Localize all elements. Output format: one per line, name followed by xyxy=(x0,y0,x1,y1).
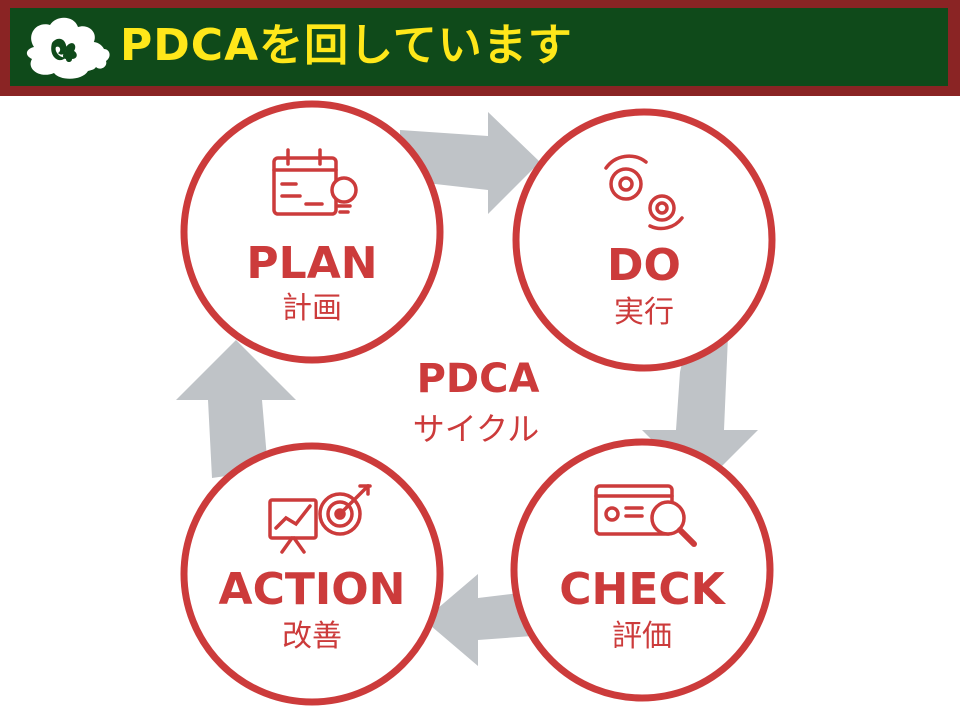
step-plan-en: PLAN xyxy=(246,238,377,289)
page-title: PDCAを回しています xyxy=(120,20,573,71)
target-chart-icon xyxy=(268,484,372,554)
arrow-action-to-plan xyxy=(176,340,296,478)
pdca-diagram: PLAN 計画 DO 実行 CHECK 評価 xyxy=(176,100,776,706)
fleur-de-lis-icon xyxy=(26,17,110,79)
step-action-en: ACTION xyxy=(219,564,406,615)
step-plan: PLAN 計画 xyxy=(180,100,444,364)
step-do: DO 実行 xyxy=(512,108,776,372)
step-action: ACTION 改善 xyxy=(180,442,444,706)
step-action-jp: 改善 xyxy=(282,619,342,654)
step-plan-jp: 計画 xyxy=(282,291,342,326)
header-bar: PDCAを回しています xyxy=(0,0,960,96)
step-check-en: CHECK xyxy=(559,564,726,615)
magnifier-window-icon xyxy=(594,484,697,547)
step-do-en: DO xyxy=(607,240,681,291)
arrow-plan-to-do xyxy=(400,112,540,214)
gears-icon xyxy=(604,154,684,231)
header-panel: PDCAを回しています xyxy=(10,8,948,86)
center-title: PDCA xyxy=(417,356,540,402)
step-do-jp: 実行 xyxy=(614,295,674,330)
calendar-lightbulb-icon xyxy=(272,148,358,216)
center-subtitle: サイクル xyxy=(413,410,539,448)
step-check: CHECK 評価 xyxy=(510,438,774,702)
step-check-jp: 評価 xyxy=(612,619,672,654)
